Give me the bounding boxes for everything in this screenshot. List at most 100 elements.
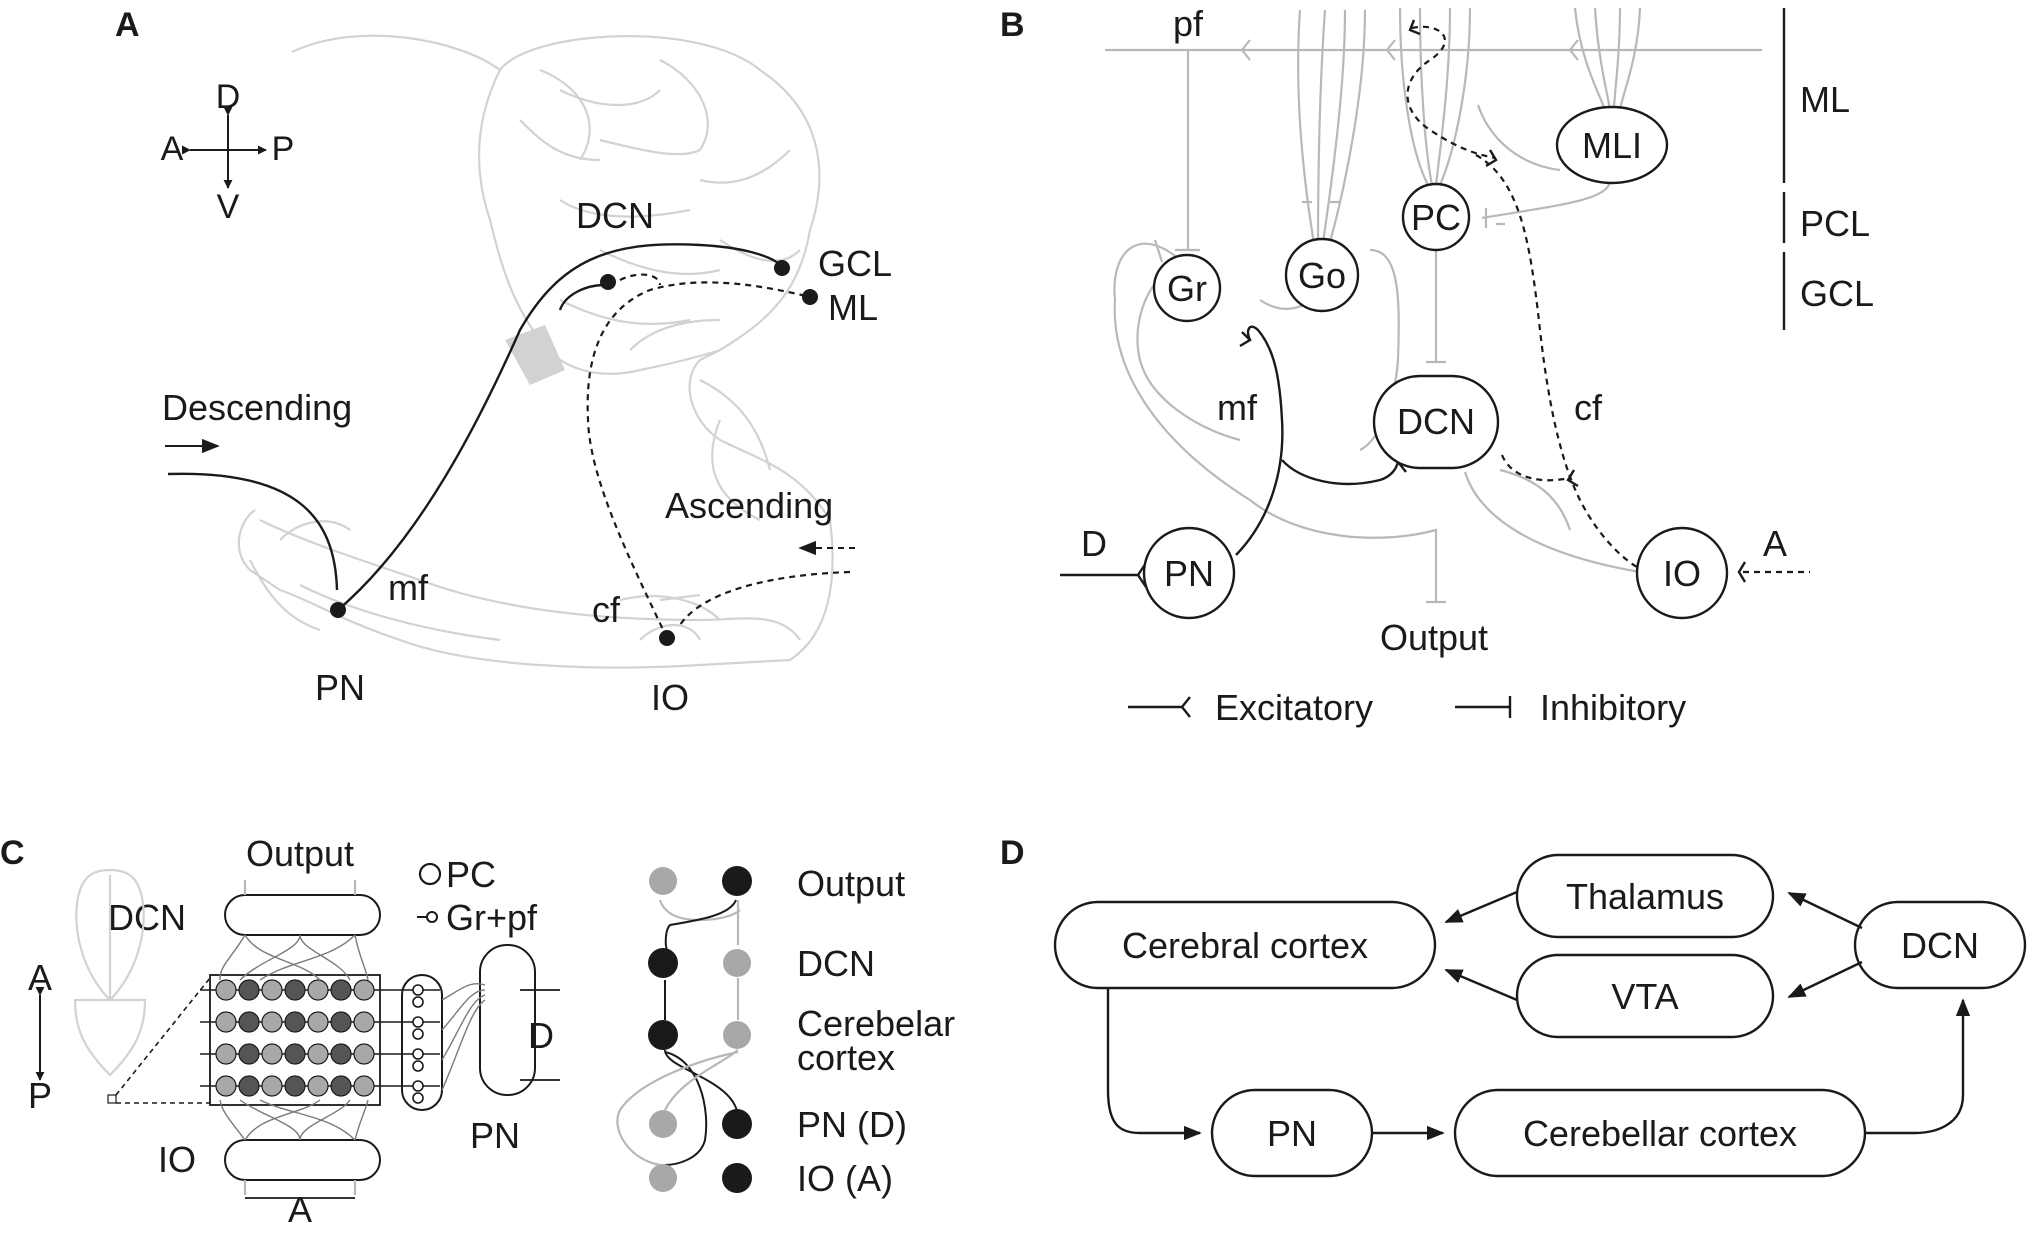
- grid-pc-cell: [330, 1043, 352, 1065]
- grid-pc-cell: [238, 1075, 260, 1097]
- grid-pc-cell: [215, 1011, 237, 1033]
- mf-dcn-collateral-b: [1281, 459, 1400, 486]
- pc-legend-icon: [418, 862, 442, 886]
- compass: D A P V: [161, 78, 295, 226]
- schematic-node-dcn-gray: [723, 949, 751, 977]
- label-d-c: D: [528, 1015, 554, 1056]
- ml-terminal: [802, 289, 818, 305]
- black-synapse-marks: [1136, 19, 1747, 588]
- gr-pf-capsule: [401, 974, 443, 1111]
- label-d-input: D: [1081, 523, 1107, 564]
- schematic-label-cortex-2: cortex: [797, 1037, 895, 1078]
- circuit-schematic: [616, 866, 752, 1193]
- node-cerebral-cortex: [1053, 900, 1437, 990]
- panel-d: D Cerebral cortex Thalamus VTA DCN PN Ce…: [1000, 834, 2027, 1178]
- grid-pc-cell: [307, 979, 329, 1001]
- label-descending: Descending: [162, 387, 352, 428]
- label-pn-b: PN: [1164, 553, 1214, 594]
- schematic-label-pn: PN (D): [797, 1104, 907, 1145]
- label-pc-legend: PC: [446, 854, 496, 895]
- label-dcn-d: DCN: [1901, 925, 1979, 966]
- panel-b: B ML PCL GCL pf: [1000, 3, 1874, 728]
- schematic-label-cortex-1: Cerebelar: [797, 1003, 955, 1044]
- label-gcl: GCL: [818, 243, 892, 284]
- grid-pc-cell: [238, 1043, 260, 1065]
- node-thalamus: [1515, 853, 1775, 939]
- io-node-b: [1635, 526, 1729, 620]
- schematic-node-dcn-black: [648, 948, 678, 978]
- legend-inhibitory: Inhibitory: [1540, 687, 1686, 728]
- brain-top-view: [73, 868, 211, 1104]
- grid-gr-cell: [412, 1060, 424, 1072]
- schematic-label-io: IO (A): [797, 1158, 893, 1199]
- node-dcn: [1853, 900, 2027, 990]
- grid-gr-cell: [412, 1080, 424, 1092]
- synapse-legend: Excitatory Inhibitory: [1128, 687, 1686, 728]
- descending-input-line: [167, 472, 339, 591]
- grid-pc-cell: [330, 1011, 352, 1033]
- schematic-node-output-black: [722, 866, 752, 896]
- label-pn: PN: [315, 667, 365, 708]
- grid-pc-cell: [261, 1043, 283, 1065]
- schematic-node-output-gray: [649, 867, 677, 895]
- gray-synapse-marks: [1153, 39, 1579, 604]
- grid-pc-cell: [284, 1075, 306, 1097]
- node-vta: [1515, 953, 1775, 1039]
- grid-gr-cell: [412, 1092, 424, 1104]
- cf-to-pc-dendrite: [1406, 25, 1496, 160]
- grid-projection-lines: [219, 934, 486, 1141]
- grid-pc-cell: [215, 1075, 237, 1097]
- label-pcl-layer: PCL: [1800, 203, 1870, 244]
- grid-pc-cell: [215, 1043, 237, 1065]
- dcn-neuron: [600, 274, 616, 290]
- dcn-capsule: [224, 894, 381, 936]
- schematic-node-cortex-gray: [723, 1021, 751, 1049]
- schematic-node-cortex-black: [648, 1020, 678, 1050]
- compass-ventral: V: [217, 188, 240, 226]
- grid-pc-cell: [307, 1043, 329, 1065]
- label-cerebral-cortex: Cerebral cortex: [1122, 925, 1368, 966]
- grid-gr-cell: [412, 1048, 424, 1060]
- grid-gr-cell: [412, 996, 424, 1008]
- grid-pc-cell: [261, 1075, 283, 1097]
- schematic-node-pn-black: [722, 1109, 752, 1139]
- panel-d-letter: D: [1000, 834, 1025, 872]
- flow-arrows: [1106, 890, 1971, 1141]
- grid-gr-cell: [412, 984, 424, 996]
- grid-pc-cell: [353, 979, 375, 1001]
- mf-dcn-collateral: [558, 283, 606, 311]
- label-ascending: Ascending: [665, 485, 833, 526]
- label-grpf-legend: Gr+pf: [446, 897, 538, 938]
- cf-axon: [1475, 154, 1647, 573]
- label-io-b: IO: [1663, 553, 1701, 594]
- grid-gr-cell: [412, 1016, 424, 1028]
- grid-pc-cell: [238, 979, 260, 1001]
- grid-pc-cell: [307, 1075, 329, 1097]
- panel-c: C Output DCN PC Gr+pf A P: [0, 833, 955, 1230]
- label-gcl-layer: GCL: [1800, 273, 1874, 314]
- label-mli: MLI: [1582, 125, 1642, 166]
- grid-pc-cell: [261, 979, 283, 1001]
- grid-pc-cell: [215, 979, 237, 1001]
- label-pc: PC: [1411, 197, 1461, 238]
- panel-a-letter: A: [115, 6, 140, 44]
- label-pn-c: PN: [470, 1115, 520, 1156]
- label-ml-layer: ML: [1800, 79, 1850, 120]
- label-p-axis: P: [28, 1075, 52, 1116]
- label-mf: mf: [388, 567, 429, 608]
- label-mf-b: mf: [1217, 387, 1258, 428]
- schematic-node-io-gray: [649, 1164, 677, 1192]
- label-a-input: A: [1763, 523, 1787, 564]
- cf-dcn-collateral: [619, 273, 662, 286]
- label-cf-b: cf: [1574, 387, 1603, 428]
- grid-pc-cell: [238, 1011, 260, 1033]
- cf-dcn-collateral-b: [1500, 454, 1571, 482]
- label-cerebellar-cortex: Cerebellar cortex: [1523, 1113, 1797, 1154]
- grid-pc-cell: [353, 1075, 375, 1097]
- label-a-axis: A: [28, 957, 52, 998]
- climbing-fiber-axon: [586, 281, 807, 639]
- compass-dorsal: D: [216, 78, 241, 116]
- label-gr: Gr: [1167, 268, 1207, 309]
- panel-a: A D A P V: [115, 6, 892, 718]
